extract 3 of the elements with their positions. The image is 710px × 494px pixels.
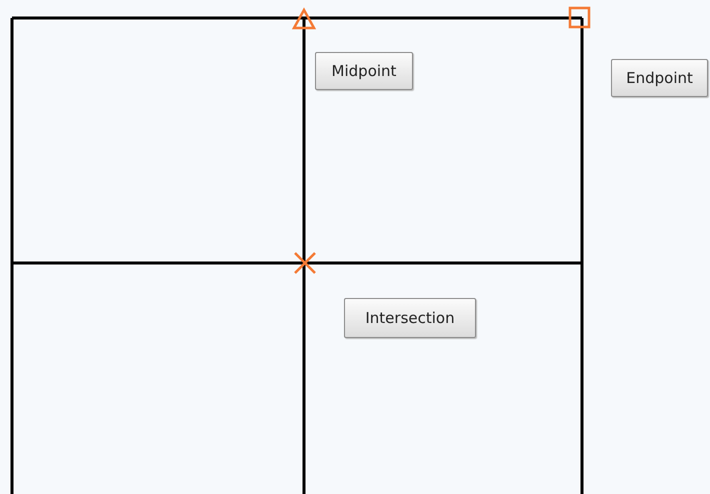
tooltip-label: Intersection	[344, 298, 476, 338]
tooltip-label: Midpoint	[315, 52, 413, 90]
tooltip-label: Endpoint	[611, 59, 708, 97]
